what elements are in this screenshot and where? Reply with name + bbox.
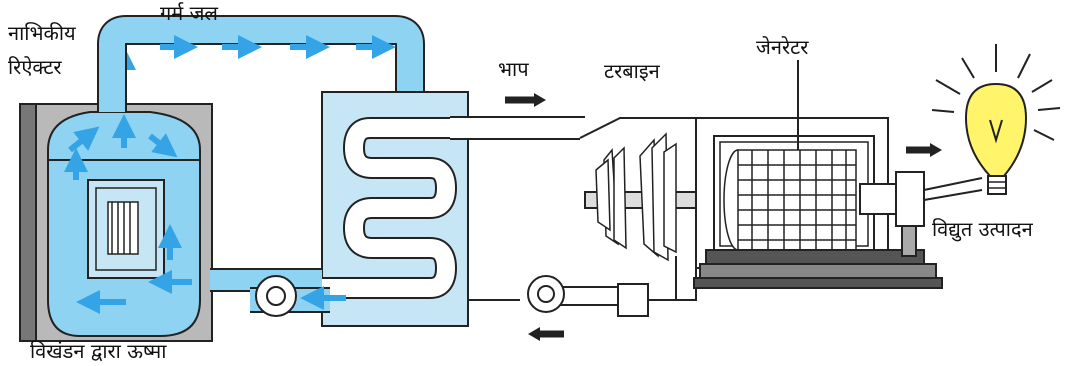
fission-heat-label: विखंडन द्वारा ऊष्मा <box>30 339 167 363</box>
steam-pipe <box>450 93 585 140</box>
generator-coil <box>723 149 857 251</box>
condenser-return <box>468 256 677 341</box>
pump-icon <box>527 275 565 313</box>
generator <box>693 60 983 289</box>
steam-generator <box>321 91 469 327</box>
turbine <box>579 117 776 301</box>
reactor-label-line2: रिऐक्टर <box>8 55 62 79</box>
hot-water-label: गर्म जल <box>160 1 218 25</box>
fuel-rods <box>107 201 139 255</box>
steam-label: भाप <box>498 57 529 81</box>
pump-icon <box>255 275 297 317</box>
electricity-label: विद्युत उत्पादन <box>932 217 1033 241</box>
bulb-icon <box>931 44 1061 195</box>
turbine-label: टरबाइन <box>604 59 660 83</box>
hot-water-pipe <box>97 15 425 112</box>
turbine-icon <box>595 132 677 262</box>
reactor <box>19 46 213 342</box>
reactor-label-line1: नाभिकीय <box>8 21 76 45</box>
reactor-return-pipe <box>210 268 346 317</box>
generator-label: जेनरेटर <box>756 35 809 59</box>
